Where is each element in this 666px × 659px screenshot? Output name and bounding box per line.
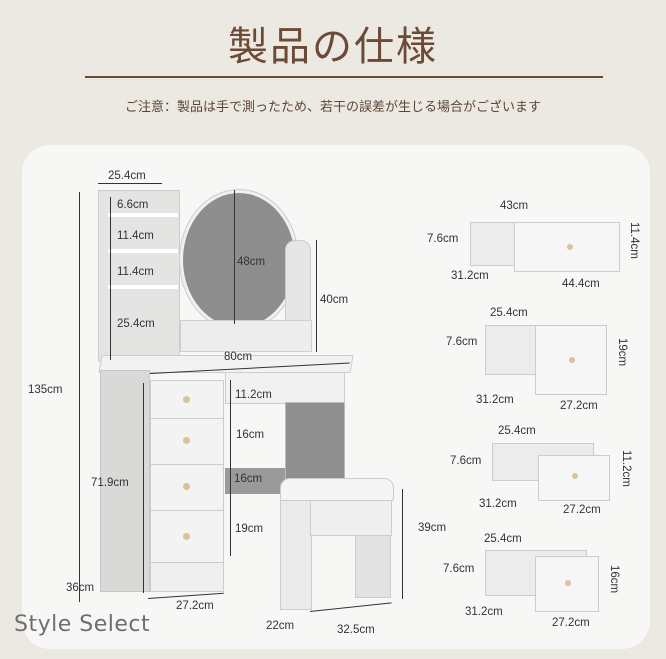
label-drawer4-depth: 31.2cm bbox=[465, 606, 503, 618]
label-drawer2-front-width: 27.2cm bbox=[560, 400, 598, 412]
dim-line-mirror bbox=[234, 190, 235, 324]
shelf-board bbox=[108, 213, 178, 217]
drawer-knob bbox=[569, 357, 575, 363]
shelf-board bbox=[108, 285, 178, 289]
label-drawer1-side: 7.6cm bbox=[427, 233, 459, 245]
dim-line-total-height bbox=[79, 192, 80, 602]
label-drawer3-front-height: 11.2cm bbox=[620, 450, 632, 487]
label-drawer-height-4: 19cm bbox=[235, 523, 264, 535]
title-divider bbox=[85, 76, 603, 78]
label-table-width: 80cm bbox=[224, 351, 253, 363]
label-drawer-height-2: 16cm bbox=[236, 429, 265, 441]
label-table-height: 71.9cm bbox=[91, 477, 129, 489]
label-shelf-width: 25.4cm bbox=[108, 170, 146, 182]
label-drawer4-top: 25.4cm bbox=[484, 533, 522, 545]
cabinet-base bbox=[150, 562, 224, 592]
stool-seat bbox=[280, 478, 394, 502]
label-drawer3-top: 25.4cm bbox=[498, 425, 536, 437]
drawer-face bbox=[535, 556, 599, 612]
label-stool-depth: 22cm bbox=[266, 620, 295, 632]
drawer-knob bbox=[183, 437, 190, 444]
label-mirror-diameter: 48cm bbox=[237, 256, 266, 268]
drawer-knob bbox=[567, 244, 573, 250]
label-drawer1-front-width: 44.4cm bbox=[562, 278, 600, 290]
label-total-height: 135cm bbox=[28, 384, 63, 396]
label-drawer4-front-height: 16cm bbox=[608, 565, 620, 594]
label-drawer4-side: 7.6cm bbox=[443, 563, 475, 575]
measurement-note: ご注意：製品は手で測ったため、若干の誤差が生じる場合がございます bbox=[124, 100, 541, 115]
label-shelf-height-2: 11.4cm bbox=[117, 230, 154, 242]
label-drawer3-front-width: 27.2cm bbox=[563, 504, 601, 516]
dim-line-drawer-heights bbox=[230, 380, 231, 556]
label-drawer3-side: 7.6cm bbox=[450, 455, 482, 467]
label-shelf-height-4: 25.4cm bbox=[117, 318, 155, 330]
center-drawer bbox=[225, 372, 345, 404]
dim-line-shelf-width bbox=[98, 183, 162, 184]
stool-apron bbox=[310, 500, 392, 536]
watermark-logo: Style Select bbox=[14, 612, 151, 637]
stool-leg bbox=[280, 500, 312, 610]
label-drawer3-depth: 31.2cm bbox=[479, 498, 517, 510]
label-stool-width: 32.5cm bbox=[337, 624, 375, 636]
label-drawer2-depth: 31.2cm bbox=[476, 394, 514, 406]
label-shelf-height-3: 11.4cm bbox=[117, 266, 154, 278]
mirror bbox=[180, 190, 298, 330]
label-drawer-height-3: 16cm bbox=[234, 473, 263, 485]
label-stool-height: 39cm bbox=[418, 522, 447, 534]
drawer-knob bbox=[183, 483, 190, 490]
dim-line-stool-height bbox=[402, 489, 403, 599]
dim-line-table-height bbox=[143, 383, 144, 593]
label-drawer1-depth: 31.2cm bbox=[451, 270, 489, 282]
drawer-knob bbox=[183, 533, 190, 540]
dim-line-shelf-heights bbox=[110, 197, 111, 360]
dim-line-stand-height bbox=[316, 240, 317, 352]
drawer-knob bbox=[572, 473, 578, 479]
drawer-knob bbox=[183, 396, 190, 403]
label-depth: 36cm bbox=[66, 582, 95, 594]
label-drawer1-top: 43cm bbox=[500, 200, 529, 212]
label-drawer2-side: 7.6cm bbox=[446, 336, 478, 348]
label-drawer1-front-height: 11.4cm bbox=[628, 222, 640, 259]
cabinet-side bbox=[100, 370, 150, 592]
label-drawer-height-1: 11.2cm bbox=[235, 389, 272, 401]
modesty-panel bbox=[225, 468, 285, 494]
drawer-knob bbox=[565, 580, 571, 586]
shelf-tower bbox=[98, 190, 180, 362]
label-drawer2-top: 25.4cm bbox=[490, 307, 528, 319]
page-title: 製品の仕様 bbox=[228, 24, 438, 70]
mirror-base bbox=[180, 320, 312, 352]
label-cabinet-width: 27.2cm bbox=[176, 600, 214, 612]
label-stand-height: 40cm bbox=[320, 294, 349, 306]
label-drawer2-front-height: 19cm bbox=[616, 338, 628, 367]
label-shelf-height-1: 6.6cm bbox=[117, 199, 149, 211]
label-drawer4-front-width: 27.2cm bbox=[552, 617, 590, 629]
shelf-board bbox=[108, 249, 178, 253]
